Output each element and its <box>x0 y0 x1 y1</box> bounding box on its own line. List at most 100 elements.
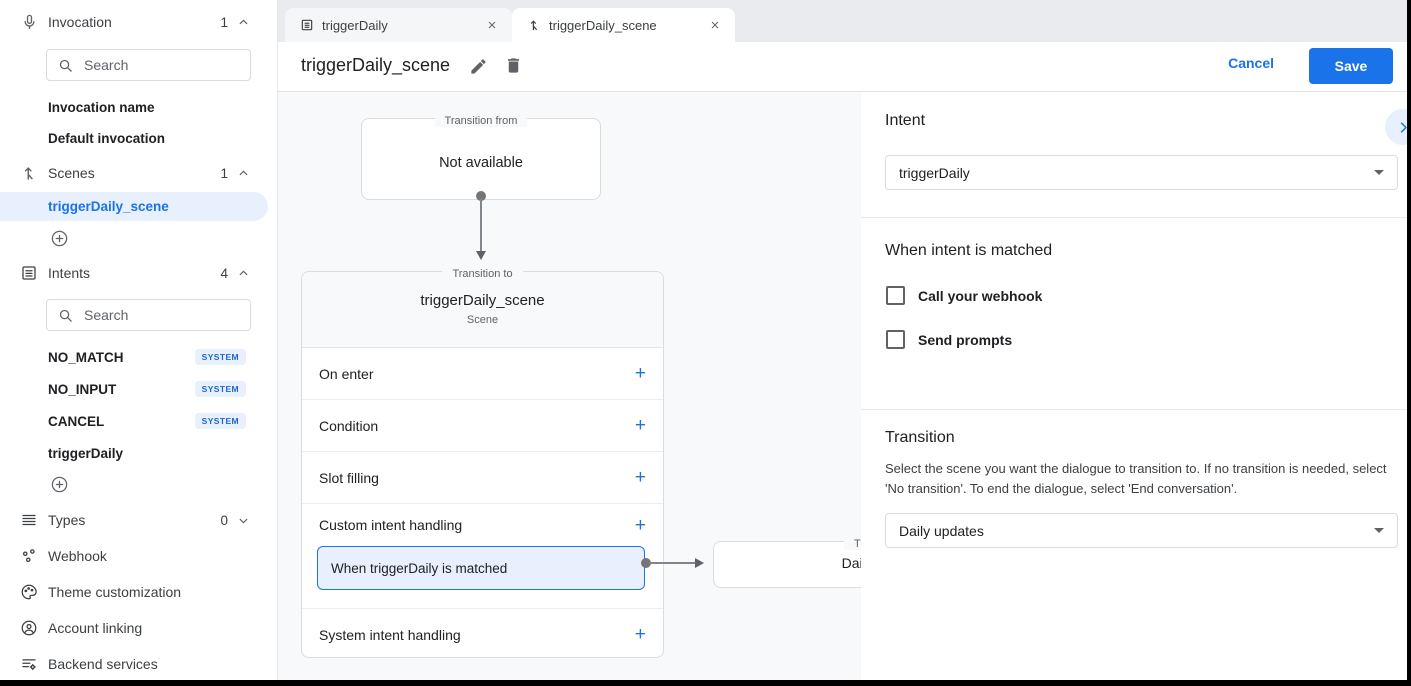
sidebar-item-invocation-name[interactable]: Invocation name <box>48 100 155 115</box>
sidebar-item-account-linking[interactable]: Account linking <box>0 615 277 641</box>
divider <box>861 409 1407 410</box>
system-badge: SYSTEM <box>194 381 246 397</box>
transition-dropdown[interactable]: Daily updates <box>885 513 1398 548</box>
sidebar-item-cancel[interactable]: CANCEL SYSTEM <box>0 410 277 432</box>
scene-row-on-enter[interactable]: On enter + <box>302 348 663 400</box>
send-prompts-checkbox-row[interactable]: Send prompts <box>886 330 1012 349</box>
section-label: Scenes <box>48 165 95 181</box>
close-icon[interactable] <box>709 19 721 31</box>
types-icon <box>17 508 41 532</box>
intent-item-label: CANCEL <box>48 413 105 429</box>
search-input[interactable] <box>82 56 226 74</box>
chevron-right-icon <box>1400 121 1407 133</box>
sidebar-item-triggerdaily[interactable]: triggerDaily <box>0 442 277 464</box>
scene-card: Transition to triggerDaily_scene Scene O… <box>301 268 664 660</box>
add-icon[interactable]: + <box>634 363 646 384</box>
sidebar-section-intents[interactable]: Intents 4 <box>0 260 277 286</box>
scene-row-system-intent-handling[interactable]: System intent handling + <box>302 609 663 660</box>
scene-row-condition[interactable]: Condition + <box>302 400 663 452</box>
search-icon <box>59 309 72 322</box>
add-icon[interactable]: + <box>634 415 646 436</box>
search-icon <box>59 59 72 72</box>
transition-target-box[interactable]: Transition to Daily updates <box>713 538 861 588</box>
connector-dot <box>641 558 651 568</box>
arrow-right-icon <box>695 557 704 568</box>
scene-row-slot-filling[interactable]: Slot filling + <box>302 452 663 504</box>
window-edge-bottom <box>0 680 1411 686</box>
sidebar-section-types[interactable]: Types 0 <box>0 507 277 533</box>
sidebar-section-scenes[interactable]: Scenes 1 <box>0 160 277 186</box>
intent-dropdown-value: triggerDaily <box>899 164 970 181</box>
section-label: Intents <box>48 265 91 281</box>
close-icon[interactable] <box>486 19 498 31</box>
sidebar-item-no-match[interactable]: NO_MATCH SYSTEM <box>0 346 277 368</box>
transition-heading: Transition <box>885 429 955 446</box>
intent-tab-icon <box>300 18 314 32</box>
tab-triggerdaily[interactable]: triggerDaily <box>285 8 512 42</box>
sidebar-item-no-input[interactable]: NO_INPUT SYSTEM <box>0 378 277 400</box>
search-input[interactable] <box>82 306 226 324</box>
checkbox-unchecked-icon[interactable] <box>886 286 905 305</box>
custom-intent-handling-header[interactable]: Custom intent handling + <box>302 504 663 546</box>
edit-icon[interactable] <box>469 57 488 81</box>
transition-from-box: Transition from Not available <box>361 115 601 200</box>
scene-card-title: triggerDaily_scene <box>420 292 545 309</box>
tab-label: triggerDaily_scene <box>549 17 657 33</box>
collapse-panel-button[interactable] <box>1385 109 1411 145</box>
intents-search[interactable] <box>46 299 251 331</box>
nav-item-label: Backend services <box>48 656 158 672</box>
add-icon[interactable]: + <box>634 514 646 536</box>
tab-triggerdaily-scene[interactable]: triggerDaily_scene <box>512 8 735 42</box>
checkbox-unchecked-icon[interactable] <box>886 330 905 349</box>
invocation-search[interactable] <box>46 49 251 81</box>
add-icon[interactable]: + <box>634 467 646 488</box>
sidebar-item-webhook[interactable]: Webhook <box>0 543 277 569</box>
intent-item-label: NO_INPUT <box>48 381 117 397</box>
transition-description: Select the scene you want the dialogue t… <box>885 461 1387 496</box>
scene-header: triggerDaily_scene Cancel Save <box>277 42 1407 92</box>
system-badge: SYSTEM <box>194 413 246 429</box>
call-webhook-checkbox-row[interactable]: Call your webhook <box>886 286 1042 305</box>
sidebar-item-theme-customization[interactable]: Theme customization <box>0 579 277 605</box>
add-scene-button[interactable] <box>50 229 69 248</box>
backend-services-icon <box>17 652 41 676</box>
sidebar-item-triggerdaily-scene[interactable]: triggerDaily_scene <box>0 192 268 221</box>
divider <box>861 217 1407 218</box>
scene-item-label: triggerDaily_scene <box>48 199 169 214</box>
section-count: 4 <box>220 265 228 281</box>
section-count: 1 <box>220 14 228 30</box>
sidebar-section-invocation[interactable]: Invocation 1 <box>0 9 277 35</box>
intent-heading: Intent <box>885 112 926 129</box>
section-count: 1 <box>220 165 228 181</box>
save-button[interactable]: Save <box>1309 48 1393 84</box>
intent-detail-panel: Intent triggerDaily When intent is match… <box>861 92 1411 680</box>
tab-bar: triggerDaily triggerDaily_scene <box>277 0 1407 42</box>
transition-from-legend: Transition from <box>362 111 600 129</box>
account-circle-icon <box>17 616 41 640</box>
webhook-icon <box>17 544 41 568</box>
window-edge-right <box>1407 0 1411 686</box>
delete-icon[interactable] <box>504 56 523 80</box>
nav-item-label: Account linking <box>48 620 143 636</box>
nav-item-label: Theme customization <box>48 584 182 600</box>
sidebar-item-backend-services[interactable]: Backend services <box>0 651 277 677</box>
dropdown-caret-icon <box>1374 170 1384 175</box>
sidebar-item-default-invocation[interactable]: Default invocation <box>48 131 166 146</box>
tab-label: triggerDaily <box>322 17 388 33</box>
cancel-button[interactable]: Cancel <box>1228 55 1274 71</box>
scene-card-header[interactable]: triggerDaily_scene Scene <box>302 272 663 348</box>
nav-item-label: Webhook <box>48 548 107 564</box>
system-badge: SYSTEM <box>194 349 246 365</box>
add-intent-button[interactable] <box>50 475 69 494</box>
chevron-up-icon <box>237 167 250 180</box>
microphone-icon <box>17 10 41 34</box>
section-label: Invocation <box>48 14 112 30</box>
sidebar: Invocation 1 Invocation name Default inv… <box>0 0 278 680</box>
row-label: On enter <box>319 365 374 382</box>
intent-item-label: triggerDaily <box>48 445 124 461</box>
add-icon[interactable]: + <box>634 624 646 645</box>
when-triggerdaily-matched-node[interactable]: When triggerDaily is matched <box>317 546 645 590</box>
intent-dropdown[interactable]: triggerDaily <box>885 155 1398 190</box>
connector-line <box>649 562 697 564</box>
section-count: 0 <box>220 512 228 528</box>
